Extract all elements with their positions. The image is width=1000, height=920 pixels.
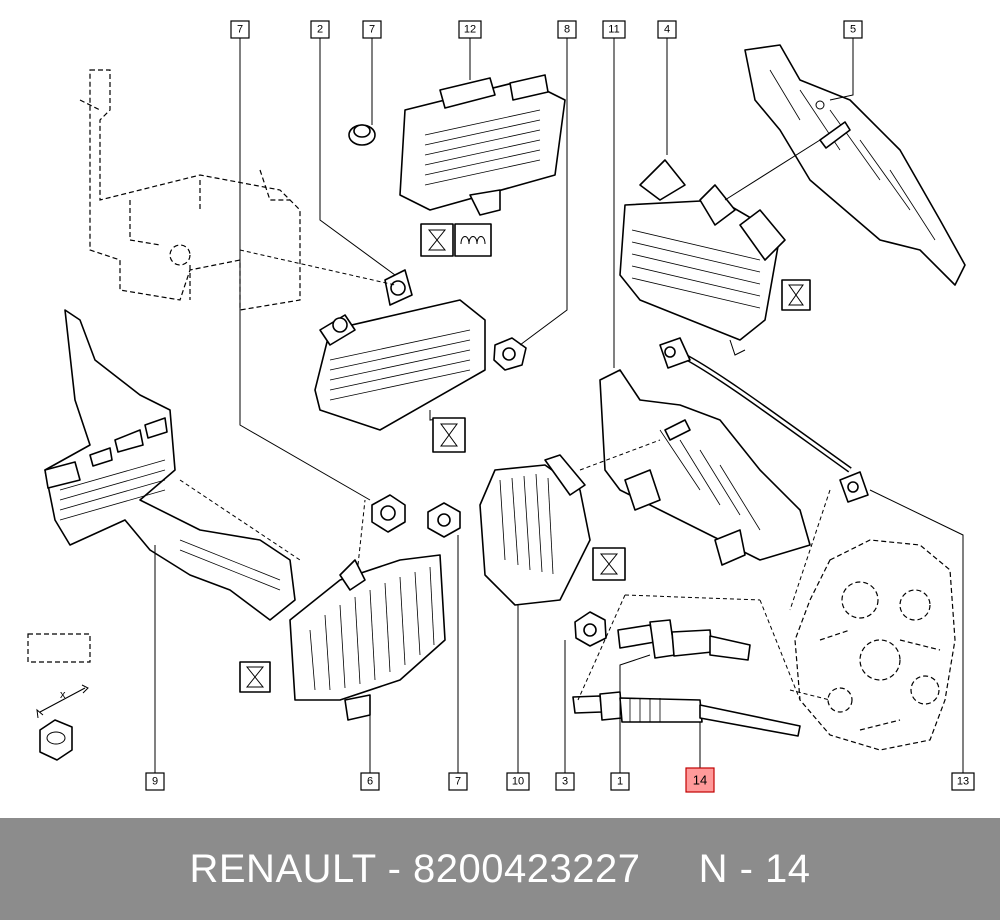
footer-bar: RENAULT - 8200423227 N - 14	[0, 818, 1000, 920]
callout-3: 3	[555, 772, 575, 791]
hourglass-icon	[781, 279, 811, 311]
callout-7-top: 7	[362, 20, 382, 39]
coil-spring-icon	[454, 223, 492, 257]
part-5-bracket	[744, 44, 966, 286]
exploded-parts-diagram: x	[27, 20, 975, 793]
part-12-control-unit	[399, 74, 566, 216]
callout-8: 8	[557, 20, 577, 39]
leader-lines	[154, 38, 964, 775]
callout-11: 11	[602, 20, 626, 39]
bracket-outline-dashed	[79, 69, 301, 311]
callout-5: 5	[843, 20, 863, 39]
dashed-box-symbol	[27, 633, 91, 663]
hourglass-icon	[592, 547, 626, 581]
footer-part-reference: RENAULT - 8200423227 N - 14	[189, 846, 811, 891]
part-10-relay	[479, 454, 591, 606]
callout-2: 2	[310, 20, 330, 39]
callout-9: 9	[145, 772, 165, 791]
hourglass-icon	[432, 417, 466, 453]
svg-text:7: 7	[455, 776, 461, 788]
nut-symbol	[36, 684, 89, 761]
part-11-bracket-with-cable	[599, 337, 869, 566]
svg-text:11: 11	[608, 24, 619, 36]
svg-text:14: 14	[693, 773, 707, 788]
part-6-relay	[289, 554, 446, 721]
callout-13: 13	[951, 772, 975, 791]
svg-text:12: 12	[464, 24, 476, 36]
callout-7-bottom: 7	[448, 772, 468, 791]
callout-4: 4	[657, 20, 677, 39]
part-14-glow-plug	[572, 691, 801, 737]
engine-block-outline	[794, 539, 956, 751]
part-1-glow-plug	[617, 619, 751, 661]
part-2-relay-box	[314, 269, 486, 431]
part-7-nut-right	[427, 502, 461, 538]
callout-14-highlighted: 14	[685, 767, 715, 793]
svg-text:1: 1	[617, 776, 623, 788]
svg-text:8: 8	[564, 24, 570, 36]
part-3-nut	[574, 611, 607, 647]
callout-10: 10	[506, 772, 530, 791]
svg-text:5: 5	[850, 24, 856, 36]
part-7-nut-top	[348, 124, 376, 146]
svg-text:4: 4	[664, 24, 670, 36]
part-8-nut	[493, 337, 527, 371]
part-7-nut-center	[371, 494, 406, 533]
part-9-bracket	[44, 309, 296, 621]
svg-text:7: 7	[237, 24, 243, 36]
svg-text:3: 3	[562, 776, 568, 788]
callout-12: 12	[458, 20, 482, 39]
svg-text:7: 7	[369, 24, 375, 36]
callout-6: 6	[360, 772, 380, 791]
svg-text:2: 2	[317, 24, 323, 36]
svg-text:6: 6	[367, 776, 373, 788]
svg-text:13: 13	[957, 776, 969, 788]
svg-text:10: 10	[512, 776, 524, 788]
x-label: x	[60, 689, 66, 701]
callout-1: 1	[610, 772, 630, 791]
hourglass-icon	[420, 223, 454, 257]
part-4-module	[619, 159, 786, 356]
hourglass-icon	[239, 661, 271, 693]
callout-7-top-left: 7	[230, 20, 250, 39]
svg-text:9: 9	[152, 776, 158, 788]
